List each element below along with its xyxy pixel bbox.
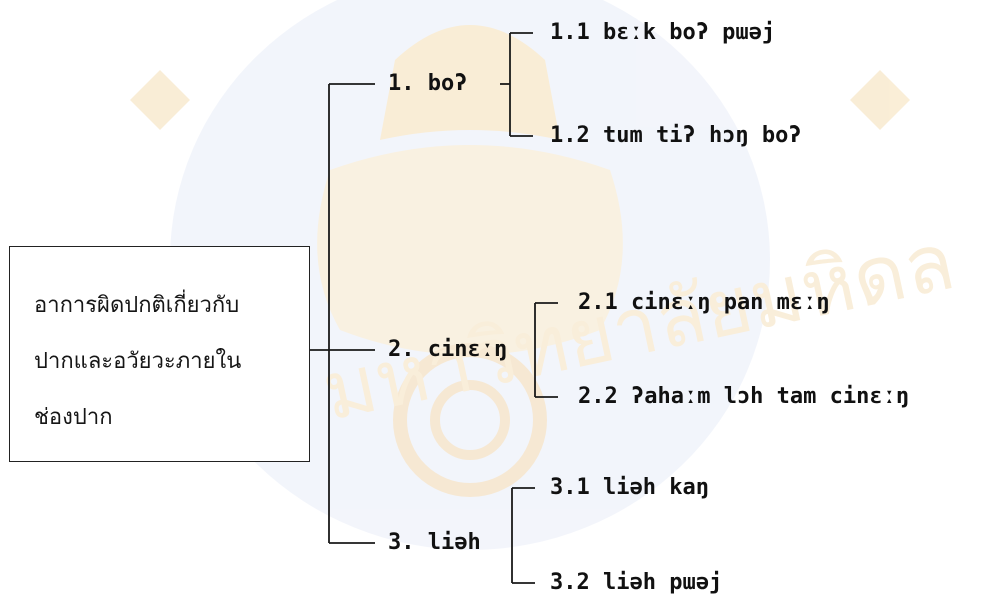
leaf-1-2-label: 1.2 tum tiʔ hɔŋ boʔ <box>550 123 802 148</box>
root-line-1: อาการผิดปกติเกี่ยวกับ <box>34 293 240 318</box>
leaf-3-1-label: 3.1 liəh kaŋ <box>550 475 709 500</box>
root-line-2: ปากและอวัยวะภายใน <box>34 349 242 374</box>
branch-3-label: 3. liəh <box>388 530 481 555</box>
branch-1-label: 1. boʔ <box>388 71 468 96</box>
root-concept-box: อาการผิดปกติเกี่ยวกับ ปากและอวัยวะภายใน … <box>9 246 310 462</box>
leaf-3-2-label: 3.2 liəh pɯəj <box>550 570 723 595</box>
root-line-3: ช่องปาก <box>34 405 113 430</box>
branch-2-label: 2. cinɛːŋ <box>388 337 508 362</box>
leaf-2-1-label: 2.1 cinɛːŋ pan mɛːŋ <box>578 290 830 315</box>
leaf-1-1-label: 1.1 bɛːk boʔ pɯəj <box>550 20 776 45</box>
leaf-2-2-label: 2.2 ʔahaːm lɔh tam cinɛːŋ <box>578 384 910 409</box>
